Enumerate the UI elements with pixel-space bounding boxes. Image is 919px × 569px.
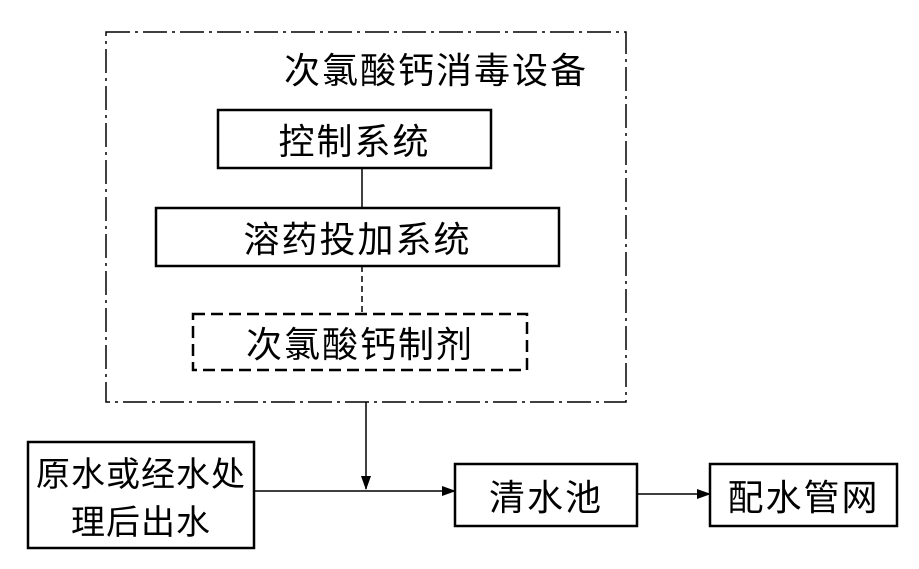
reagent-label: 次氯酸钙制剂 bbox=[245, 325, 474, 366]
control-system-label: 控制系统 bbox=[278, 122, 431, 163]
control-system-box bbox=[216, 108, 493, 170]
dosing-system-label: 溶药投加系统 bbox=[243, 220, 472, 261]
reagent-box bbox=[191, 312, 529, 372]
source-water-box bbox=[26, 440, 256, 550]
clear-water-tank-label: 清水池 bbox=[488, 478, 603, 519]
clear-water-tank-box bbox=[453, 462, 639, 528]
source-water-label-line1: 原水或经水处 bbox=[36, 454, 246, 495]
distribution-network-label: 配水管网 bbox=[727, 478, 880, 519]
source-water-label-line2: 理后出水 bbox=[71, 502, 211, 543]
distribution-network-box bbox=[708, 462, 899, 528]
dosing-system-box bbox=[154, 206, 561, 268]
equipment-title: 次氯酸钙消毒设备 bbox=[283, 51, 588, 92]
